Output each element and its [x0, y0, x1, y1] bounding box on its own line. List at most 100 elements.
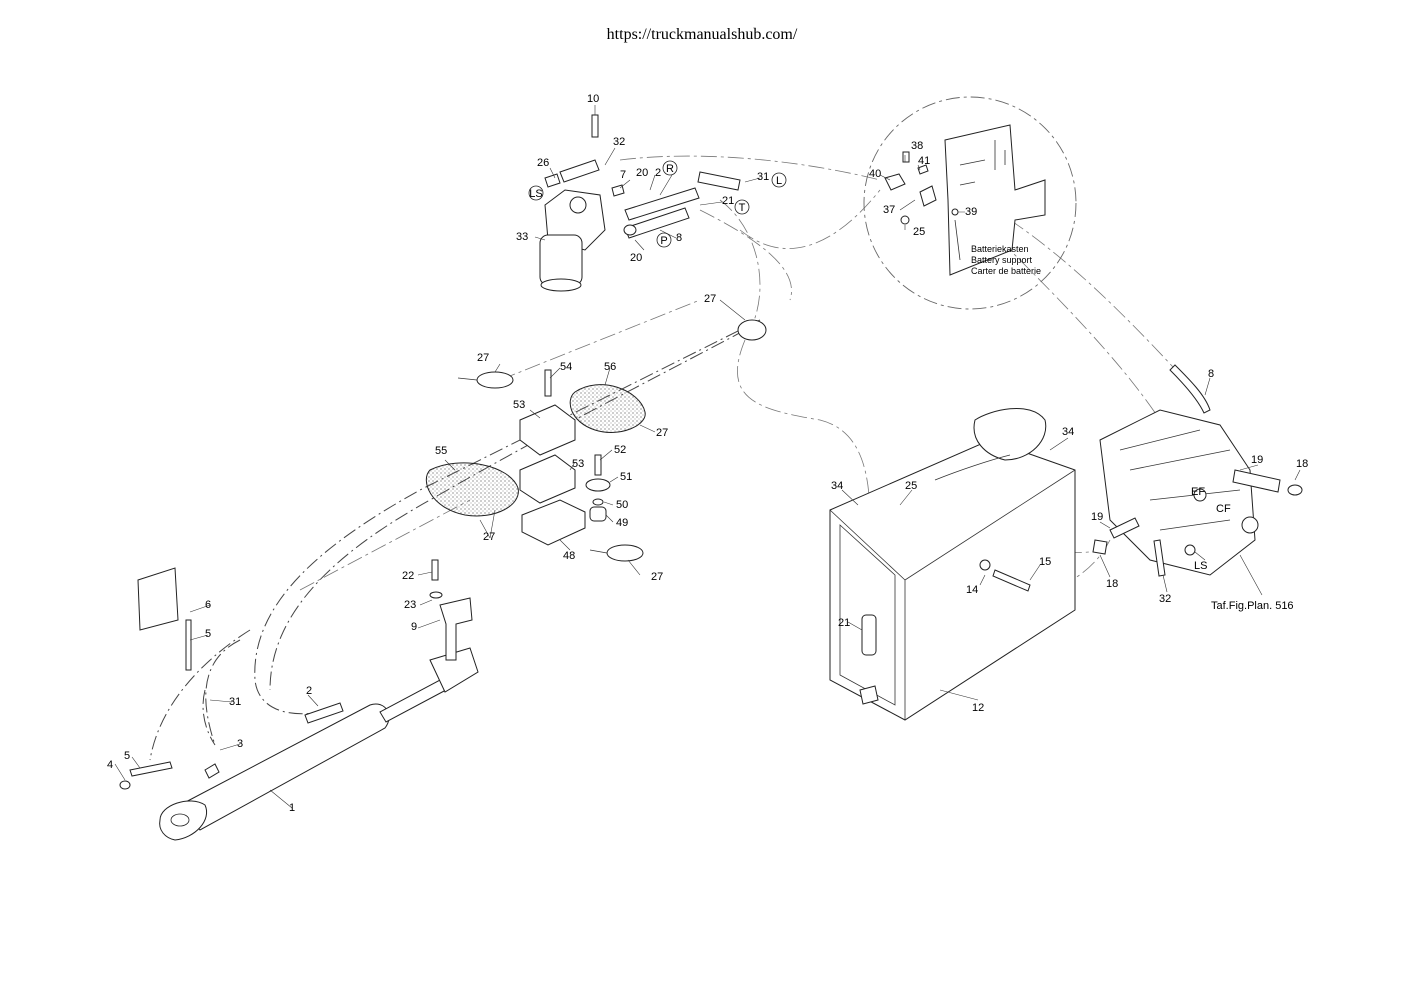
fitting-5-upper — [185, 619, 192, 671]
callout-15: 15 — [1039, 556, 1051, 568]
suction-filter-21 — [861, 614, 877, 656]
tank-edges — [829, 469, 1076, 720]
figure-reference: Taf.Fig.Plan. 516 — [1211, 600, 1294, 612]
fitting-2-cylinder — [304, 702, 344, 724]
steering-shaft — [569, 196, 587, 214]
cylinder-eye-hole — [170, 813, 190, 827]
callout-50: 50 — [616, 499, 628, 511]
bracket-53-lower — [519, 454, 576, 504]
oil-tank — [829, 407, 1076, 721]
callout-53-lower: 53 — [572, 458, 584, 470]
centre-line-a — [499, 299, 701, 381]
filler-neck — [934, 454, 1011, 481]
callout-56: 56 — [604, 361, 616, 373]
port-markers: LS R L T P EF CF LS — [528, 160, 1231, 572]
rod-clevis — [429, 647, 479, 693]
callout-20-bottom: 20 — [630, 252, 642, 264]
cap-4 — [119, 780, 131, 790]
bracket-details — [954, 140, 1006, 261]
hose-31-cyl — [202, 689, 216, 746]
washer-23 — [429, 591, 443, 599]
hydraulic-pump — [1092, 364, 1303, 577]
callout-34-right: 34 — [1062, 426, 1074, 438]
pump-body — [1099, 409, 1256, 576]
screw-41 — [917, 164, 929, 175]
callout-31-cylinder: 31 — [229, 696, 241, 708]
battery-support-bracket — [944, 124, 1046, 276]
callout-40: 40 — [869, 168, 881, 180]
hose-31-lower — [205, 639, 241, 746]
bolt-10 — [591, 114, 599, 138]
steering-unit-body-33 — [539, 234, 583, 286]
callout-22: 22 — [402, 570, 414, 582]
callout-1: 1 — [289, 802, 295, 814]
bracket-53-upper — [519, 404, 576, 456]
hose-32-pump — [1153, 539, 1166, 577]
clamp-40 — [884, 173, 906, 191]
route-top — [619, 155, 881, 181]
callout-34-left: 34 — [831, 480, 843, 492]
fitting-3 — [204, 763, 220, 779]
callout-19-left: 19 — [1091, 511, 1103, 523]
clamp-18-right — [1287, 484, 1303, 496]
callout-8-pump: 8 — [1208, 368, 1214, 380]
cover-sleeve-55 — [425, 462, 519, 517]
hose-8-pump — [1169, 364, 1211, 414]
clamp-27-bottom — [606, 544, 644, 562]
callouts: 10 32 26 7 20 2 31 21 8 20 33 27 40 38 4… — [107, 93, 1308, 814]
callout-10: 10 — [587, 93, 599, 105]
callout-27-bottom-left: 27 — [483, 531, 495, 543]
bolt-22 — [431, 559, 439, 581]
callout-27-left: 27 — [477, 352, 489, 364]
callout-51: 51 — [620, 471, 632, 483]
pump-port-label-ef: EF — [1191, 486, 1205, 498]
clamp-18-left — [1092, 539, 1108, 555]
bolt-38 — [902, 151, 910, 163]
callout-19-right: 19 — [1251, 454, 1263, 466]
callout-21-top: 21 — [722, 195, 734, 207]
pin-9 — [439, 597, 473, 661]
rubber-mount-49 — [589, 506, 607, 522]
fitting-26 — [544, 173, 561, 188]
hydraulic-cylinder — [119, 559, 479, 841]
leader-lines — [114, 105, 1301, 809]
callout-18-right: 18 — [1296, 458, 1308, 470]
clamp-27-bottom-tail — [589, 549, 608, 554]
callout-25-tank: 25 — [905, 480, 917, 492]
callout-5-lower: 5 — [124, 750, 130, 762]
callout-2-top: 2 — [655, 167, 661, 179]
bolt-54 — [544, 369, 552, 397]
clamp-27-top — [476, 371, 514, 389]
bolt-52 — [594, 454, 602, 476]
callout-20-top: 20 — [636, 167, 648, 179]
washer-25-inset — [900, 215, 910, 225]
centre-line-b — [299, 499, 471, 591]
header-url[interactable]: https://truckmanualshub.com/ — [606, 26, 798, 43]
route-inset-pump-2 — [999, 239, 1161, 421]
steering-unit-assembly — [539, 114, 741, 292]
inset-note-line-2: Battery support — [971, 255, 1033, 265]
port-marker-ls: LS — [529, 188, 542, 200]
hose-main — [254, 319, 761, 715]
callout-39: 39 — [965, 206, 977, 218]
hose-32-top — [559, 159, 600, 183]
callout-14: 14 — [966, 584, 978, 596]
callout-38: 38 — [911, 140, 923, 152]
callout-9: 9 — [411, 621, 417, 633]
port-marker-t: T — [739, 202, 746, 214]
clamp-bracket-assembly — [425, 319, 767, 562]
route-loop — [719, 199, 761, 331]
callout-27-bottom-right: 27 — [651, 571, 663, 583]
tank-front-frame — [839, 524, 896, 706]
route-to-tank — [737, 339, 871, 521]
hose-19-left — [1109, 517, 1140, 539]
fitting-20-lower — [623, 224, 637, 236]
callout-52: 52 — [614, 444, 626, 456]
callout-8-top: 8 — [676, 232, 682, 244]
drain-plug — [859, 685, 879, 705]
callout-41: 41 — [918, 155, 930, 167]
callout-26: 26 — [537, 157, 549, 169]
steering-unit-base — [540, 278, 582, 292]
pump-details — [1119, 429, 1241, 531]
